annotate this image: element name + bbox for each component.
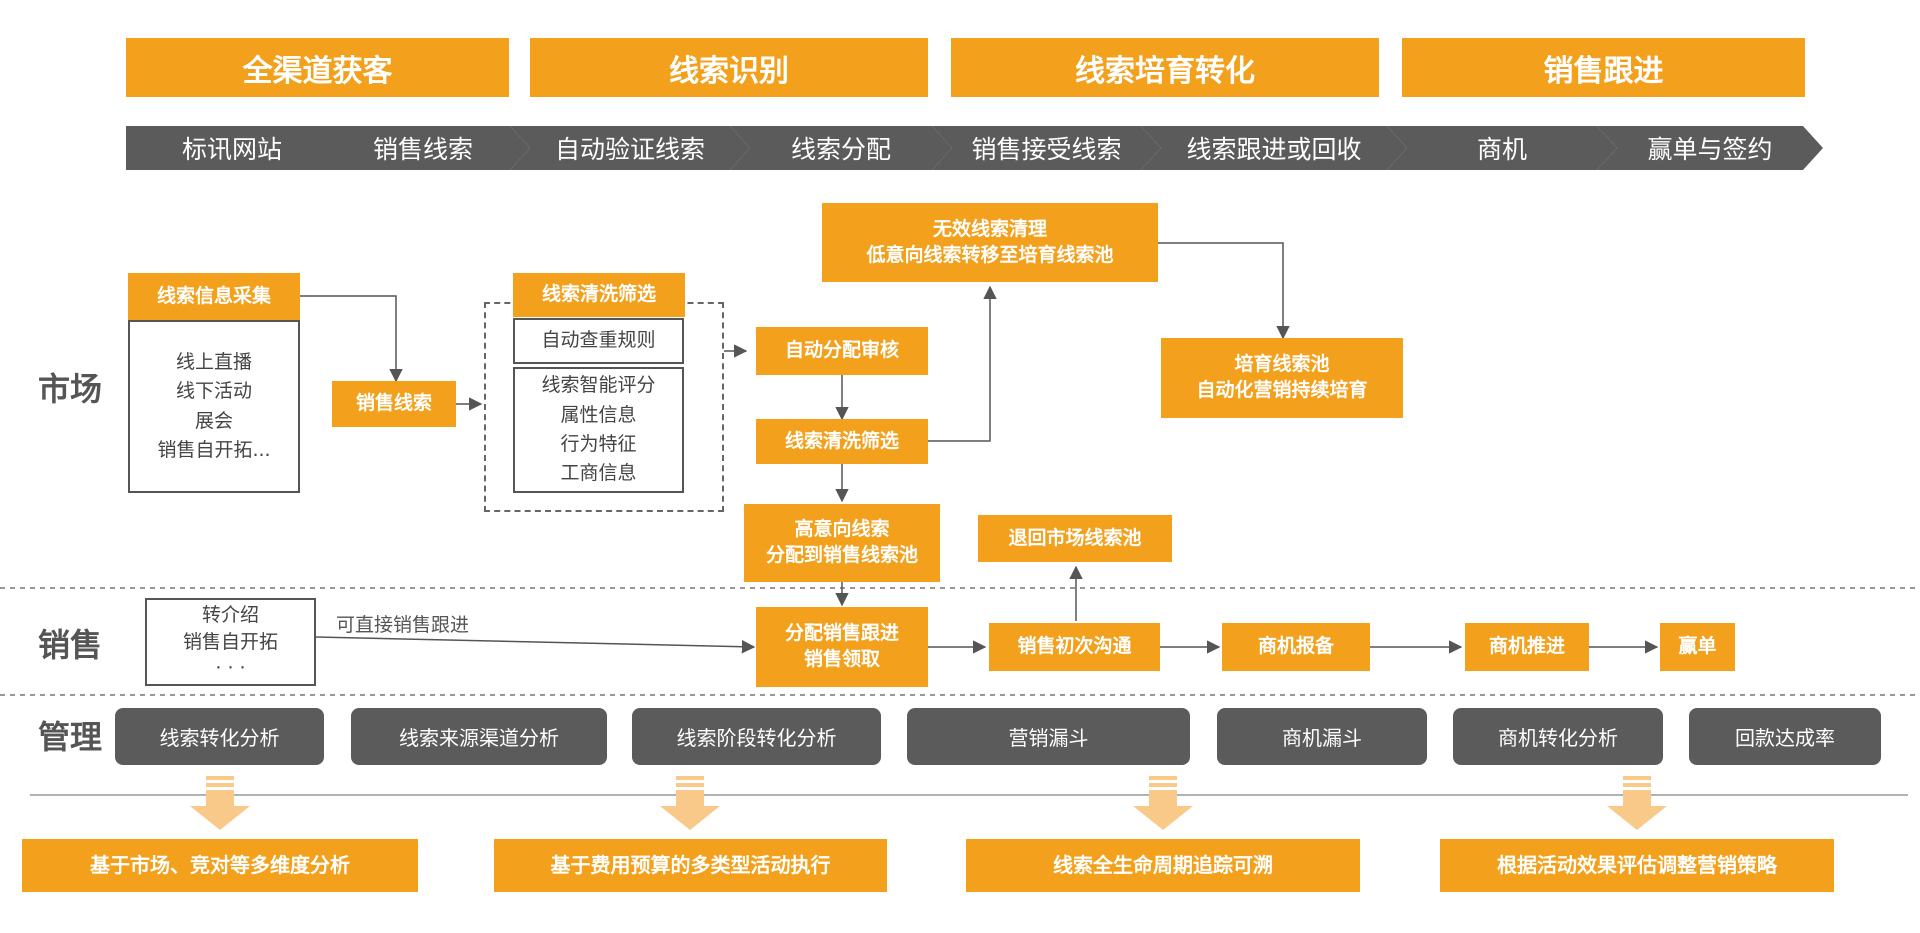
phase-header: 线索识别 bbox=[530, 38, 928, 97]
lane-label-sales: 销售 bbox=[38, 626, 103, 664]
win-box: 赢单 bbox=[1660, 623, 1735, 671]
list-item: 转介绍 bbox=[201, 604, 259, 627]
down-arrow-icons bbox=[190, 776, 1667, 830]
lead-cleaning-box: 线索清洗筛选 bbox=[756, 419, 928, 464]
analysis-pill: 商机漏斗 bbox=[1217, 708, 1427, 765]
first-contact-box: 销售初次沟通 bbox=[989, 623, 1160, 671]
analysis-pill: 线索阶段转化分析 bbox=[632, 708, 881, 765]
list-item: 销售自开拓... bbox=[157, 438, 271, 461]
lead-source-list: 线上直播 线下活动 展会 销售自开拓... bbox=[128, 320, 300, 493]
analysis-pill: 线索来源渠道分析 bbox=[351, 708, 607, 765]
return-market-pool-box: 退回市场线索池 bbox=[978, 515, 1172, 562]
assign-sales-box: 分配销售跟进 销售领取 bbox=[756, 607, 928, 687]
lane-label-manage: 管理 bbox=[38, 718, 103, 756]
process-step: 自动验证线索 bbox=[510, 126, 750, 170]
summary-box: 基于费用预算的多类型活动执行 bbox=[494, 839, 887, 892]
analysis-pill: 商机转化分析 bbox=[1453, 708, 1663, 765]
phase-header: 销售跟进 bbox=[1402, 38, 1805, 97]
list-item: 行为特征 bbox=[560, 433, 637, 455]
analysis-pill: 营销漏斗 bbox=[907, 708, 1190, 765]
direct-follow-note: 可直接销售跟进 bbox=[336, 614, 470, 636]
summary-box: 根据活动效果评估调整营销策略 bbox=[1440, 839, 1834, 892]
high-intent-lead-box: 高意向线索 分配到销售线索池 bbox=[744, 504, 940, 582]
process-step: 商机 bbox=[1387, 126, 1617, 170]
list-item: 销售自开拓 bbox=[182, 630, 278, 653]
list-item: 展会 bbox=[194, 409, 233, 432]
summary-box: 线索全生命周期追踪可溯 bbox=[966, 839, 1360, 892]
list-item: 线下活动 bbox=[175, 380, 252, 403]
list-item: · · · bbox=[215, 657, 246, 680]
analysis-pill: 回款达成率 bbox=[1689, 708, 1881, 765]
opportunity-push-box: 商机推进 bbox=[1465, 623, 1589, 671]
process-step: 赢单与签约 bbox=[1597, 126, 1823, 170]
list-item: 线索智能评分 bbox=[541, 374, 656, 397]
dedup-rule-box: 自动查重规则 bbox=[513, 318, 684, 364]
process-step: 线索跟进或回收 bbox=[1141, 126, 1407, 170]
lane-label-market: 市场 bbox=[38, 370, 103, 408]
lead-scoring-list: 线索智能评分 属性信息 行为特征 工商信息 bbox=[513, 367, 684, 493]
auto-assign-review-box: 自动分配审核 bbox=[756, 327, 928, 375]
list-item: 线上直播 bbox=[175, 350, 252, 373]
summary-box: 基于市场、竞对等多维度分析 bbox=[22, 839, 418, 892]
nurture-pool-box: 培育线索池 自动化营销持续培育 bbox=[1161, 338, 1403, 418]
list-item: 工商信息 bbox=[560, 462, 637, 485]
opportunity-report-box: 商机报备 bbox=[1222, 623, 1370, 671]
sales-lead-box: 销售线索 bbox=[332, 381, 456, 427]
invalid-lead-cleanup-box: 无效线索清理 低意向线索转移至培育线索池 bbox=[822, 203, 1158, 282]
analysis-pill: 线索转化分析 bbox=[115, 708, 324, 765]
phase-header: 全渠道获客 bbox=[126, 38, 509, 97]
list-item: 属性信息 bbox=[560, 403, 637, 426]
process-step: 线索分配 bbox=[730, 126, 952, 170]
process-step: 销售线索 bbox=[316, 126, 530, 170]
sales-source-list: 转介绍 销售自开拓 · · · bbox=[145, 598, 316, 686]
phase-header: 线索培育转化 bbox=[951, 38, 1379, 97]
process-step: 标讯网站 bbox=[126, 126, 338, 170]
process-step: 销售接受线索 bbox=[932, 126, 1161, 170]
lead-collection-title: 线索信息采集 bbox=[128, 273, 300, 320]
lead-cleaning-title: 线索清洗筛选 bbox=[513, 273, 685, 317]
